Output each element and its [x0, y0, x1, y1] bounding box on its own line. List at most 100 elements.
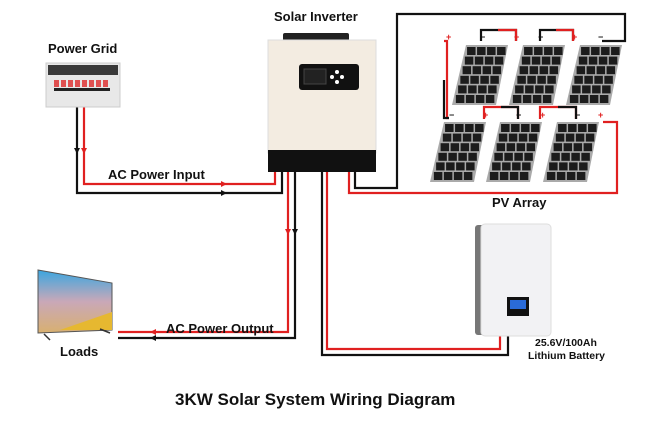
pv-cell: [529, 66, 539, 75]
pv-cell: [599, 95, 609, 103]
breaker-icon: [96, 80, 101, 87]
pv-cell: [522, 95, 532, 103]
pv-cell: [501, 124, 510, 132]
pv-cell: [541, 56, 551, 65]
pv-cell: [468, 85, 477, 94]
pv-cell: [494, 152, 503, 161]
pv-cell: [563, 143, 573, 152]
pv-cell: [586, 66, 596, 75]
positive-terminal-label: +: [598, 110, 603, 120]
pv-cell: [579, 162, 588, 171]
pv-cell: [581, 47, 590, 55]
pv-cell: [445, 124, 454, 132]
pv-cell: [535, 85, 544, 94]
pv-cell: [571, 152, 580, 161]
pv-cell: [468, 152, 477, 161]
pv-cell: [472, 133, 482, 142]
pv-cell: [485, 95, 495, 103]
pv-cell: [452, 133, 462, 142]
pv-cell: [565, 133, 575, 142]
pv-cell: [518, 133, 528, 142]
solar-panel-icon: [566, 45, 622, 105]
pv-cell: [517, 75, 526, 84]
pv-cell: [498, 133, 508, 142]
pv-cell: [558, 124, 567, 132]
pv-cell: [524, 152, 533, 161]
ac-output-positive-wire: [118, 172, 290, 334]
flow-arrows: [74, 148, 298, 341]
pv-cell: [475, 124, 484, 132]
negative-terminal-label: −: [449, 110, 454, 120]
pv-cell: [516, 143, 526, 152]
pv-cell: [545, 85, 554, 94]
pv-cell: [484, 56, 494, 65]
pv-cell: [482, 66, 492, 75]
pv-cell: [524, 47, 533, 55]
pv-cell: [470, 75, 479, 84]
breaker-icon: [54, 80, 59, 87]
pv-cell: [525, 85, 534, 94]
pv-cell: [588, 56, 598, 65]
pv-cell: [487, 47, 496, 55]
pv-cell: [456, 162, 465, 171]
pv-cell: [521, 124, 530, 132]
pv-cell: [497, 47, 506, 55]
pv-cell: [568, 124, 577, 132]
pv-negative-wire: [353, 12, 627, 190]
pv-cell: [477, 47, 486, 55]
solar-panel-icon: [509, 45, 565, 105]
pv-cell: [566, 172, 576, 180]
pv-cell: [433, 172, 443, 180]
pv-cell: [573, 143, 583, 152]
pv-cell: [488, 85, 497, 94]
pv-cell: [470, 143, 480, 152]
pv-cell: [492, 66, 502, 75]
negative-terminal-label: −: [480, 32, 485, 42]
pv-cell: [547, 75, 556, 84]
pv-cell: [549, 162, 558, 171]
pv-cell: [578, 124, 587, 132]
negative-terminal-label: −: [598, 32, 603, 42]
pv-cell: [551, 56, 561, 65]
pv-cell: [596, 66, 606, 75]
negative-terminal-label: −: [516, 110, 521, 120]
positive-terminal-label: +: [540, 110, 545, 120]
pv-cell: [534, 47, 543, 55]
pv-cell: [539, 66, 549, 75]
arrow-down-icon: [285, 229, 291, 235]
pv-cell: [544, 47, 553, 55]
arrow-down-icon: [81, 148, 87, 154]
pv-cell: [531, 124, 540, 132]
pv-cell: [569, 162, 578, 171]
pv-cell: [472, 66, 482, 75]
pv-cell: [521, 56, 531, 65]
breaker-icon: [82, 80, 87, 87]
lithium-battery-icon: [475, 223, 552, 337]
pv-cell: [556, 172, 566, 180]
pv-cell: [555, 133, 565, 142]
pv-cell: [502, 162, 511, 171]
positive-terminal-label: +: [514, 32, 519, 42]
positive-terminal-label: +: [483, 110, 488, 120]
solar-panel-icon: [543, 122, 599, 182]
pv-cell: [591, 47, 600, 55]
arrow-left-icon: [150, 329, 156, 335]
pv-cell: [475, 95, 485, 103]
pv-cell: [499, 172, 509, 180]
ac-power-input-label: AC Power Input: [108, 167, 205, 182]
pv-cell: [465, 124, 474, 132]
pv-cell: [448, 152, 457, 161]
pv-cell: [575, 133, 585, 142]
pv-cell: [581, 152, 590, 161]
arrow-left-icon: [150, 335, 156, 341]
ac-output-negative-wire: [118, 172, 297, 340]
solar-inverter-icon: [267, 33, 377, 172]
pv-cell: [455, 124, 464, 132]
pv-cell: [509, 172, 519, 180]
pv-cell: [489, 172, 499, 180]
pv-panels: [430, 45, 622, 182]
positive-terminal-label: +: [446, 32, 451, 42]
pv-cell: [514, 152, 523, 161]
solar-panel-icon: [486, 122, 542, 182]
